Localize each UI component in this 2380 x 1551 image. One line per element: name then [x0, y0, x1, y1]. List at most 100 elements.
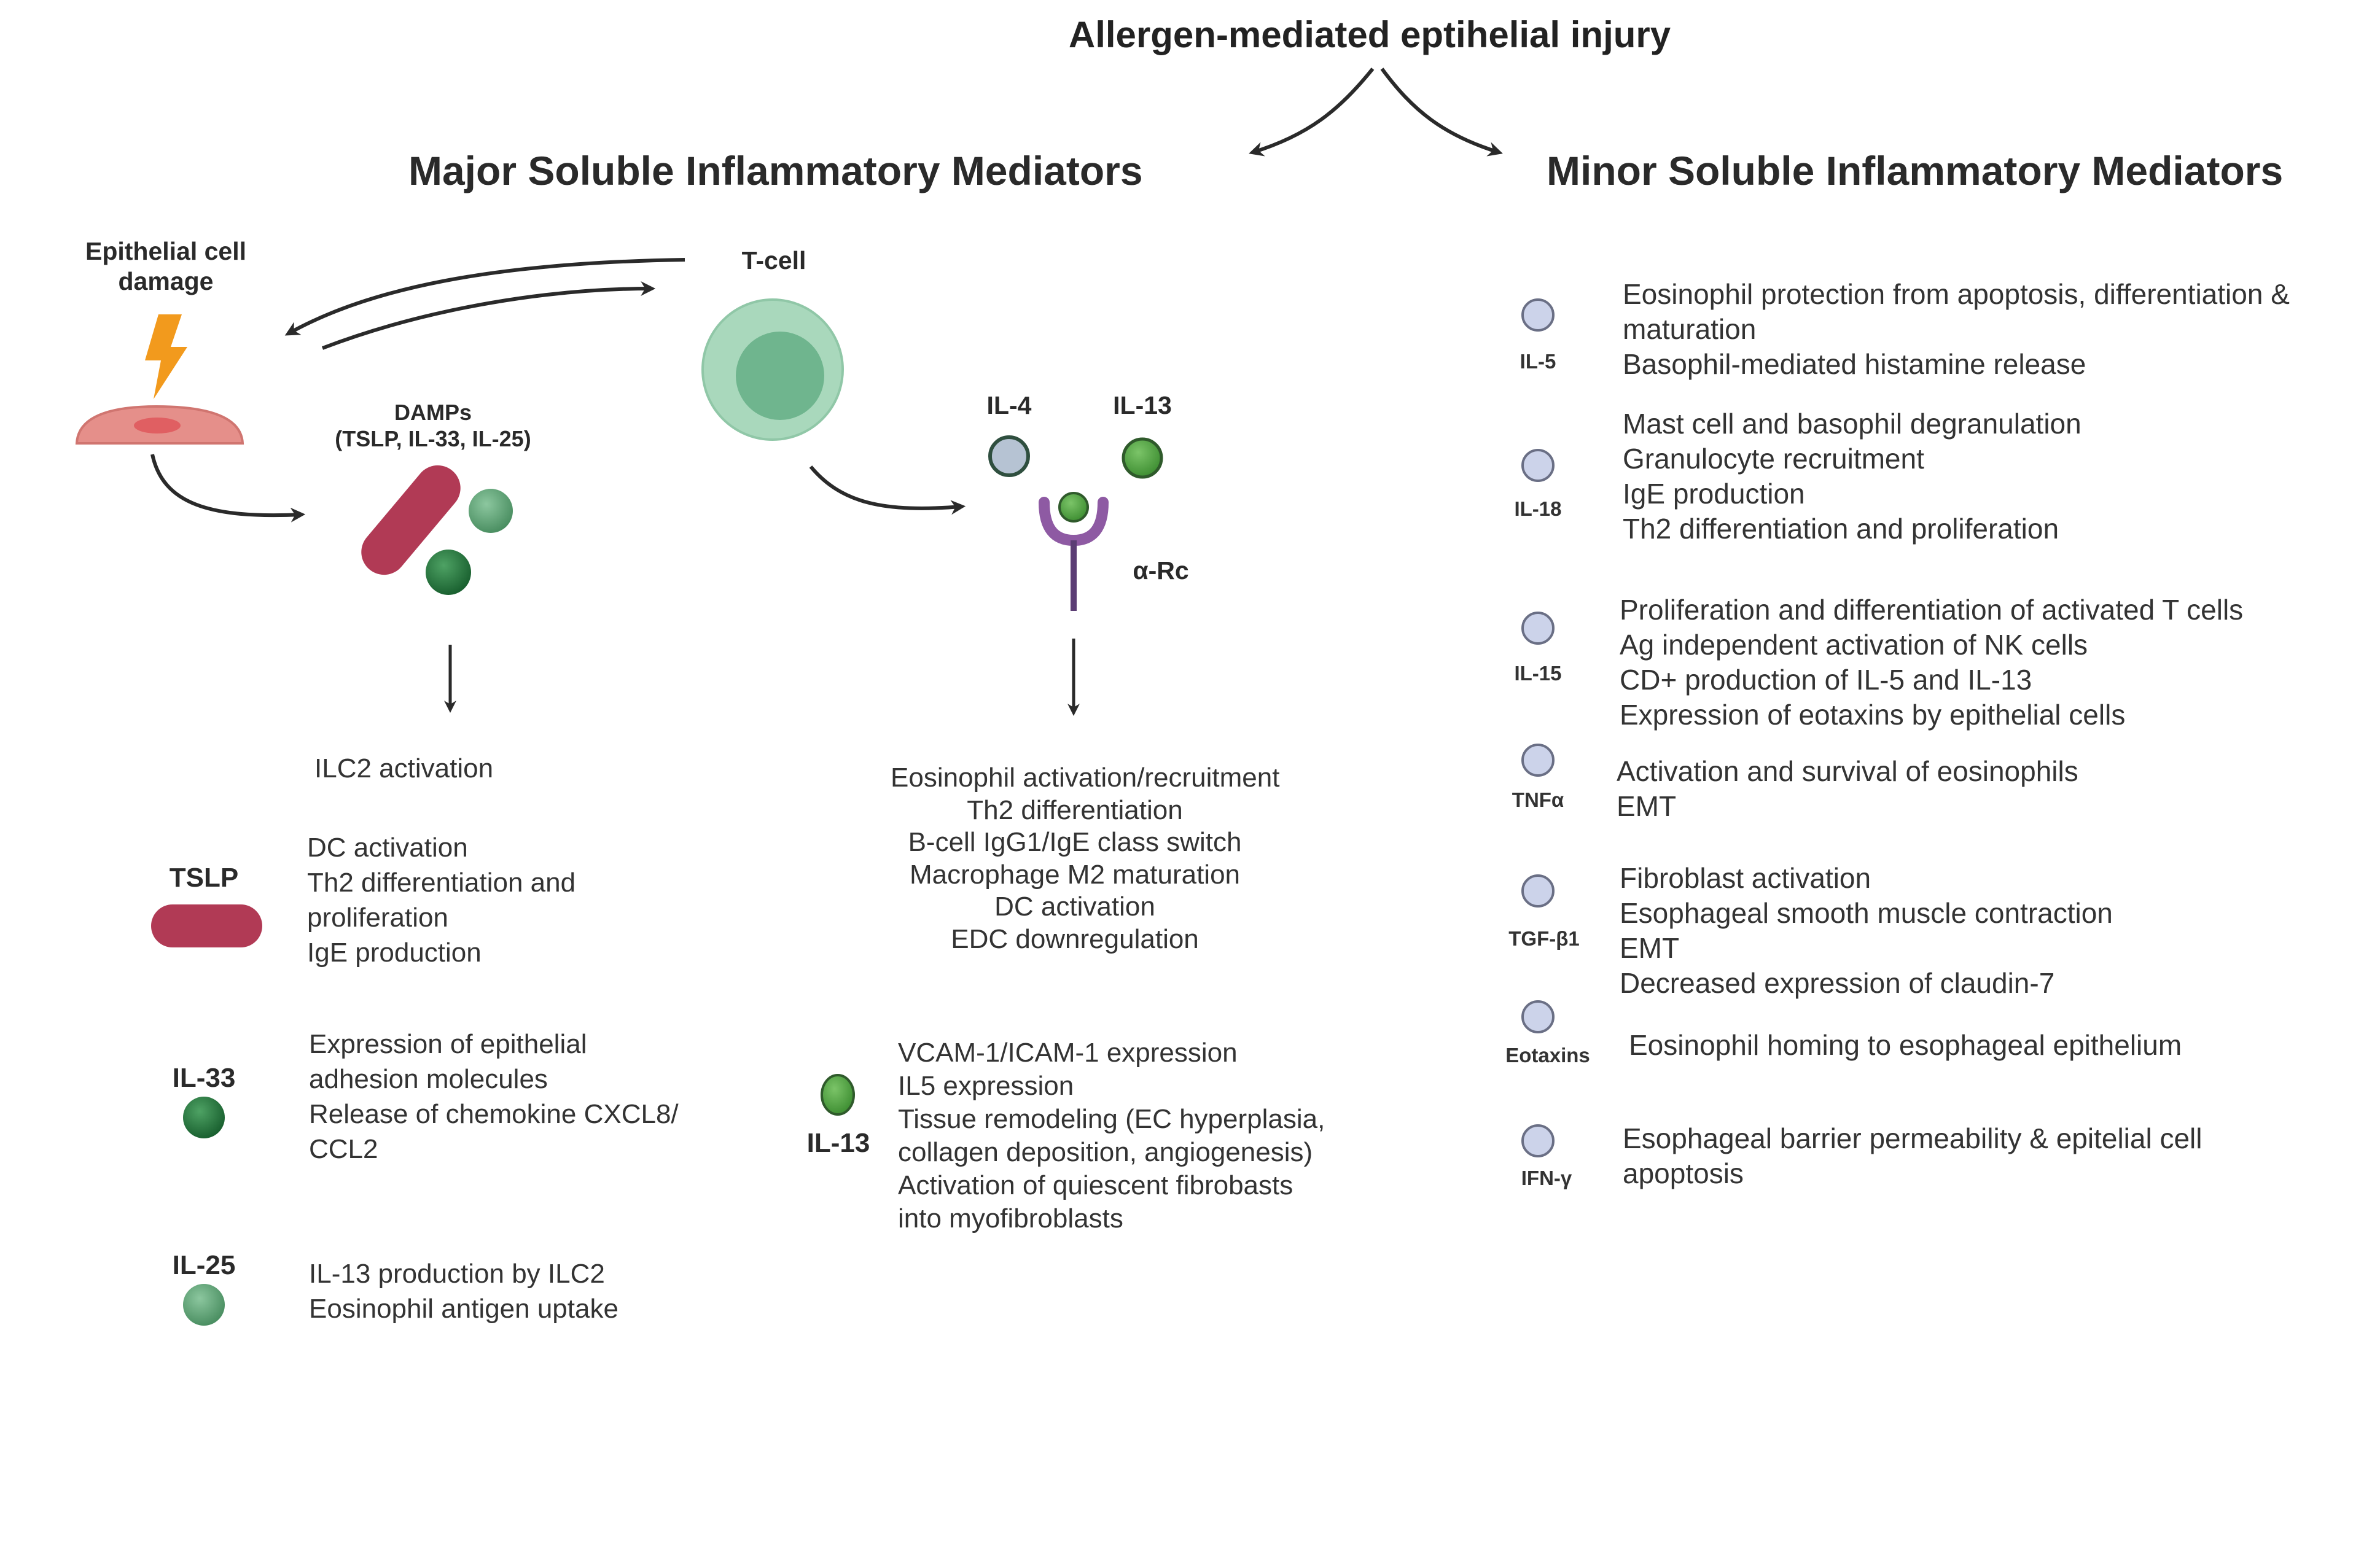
il15-label: IL-15 [1514, 662, 1562, 685]
il33-label: IL-33 [172, 1063, 236, 1093]
il5-effect-line: Basophil-mediated histamine release [1623, 348, 2086, 380]
receptor-icon [1039, 492, 1109, 611]
il18-label: IL-18 [1514, 497, 1562, 520]
epithelial-cell-icon [75, 405, 244, 445]
il13-top-label: IL-13 [1113, 391, 1172, 419]
eotaxins-label: Eotaxins [1505, 1044, 1590, 1067]
tgfb1-effect-line: EMT [1620, 932, 1680, 964]
tnfa-label: TNFα [1512, 788, 1564, 811]
il5-circle-icon [1521, 298, 1555, 332]
il13-effect-line: IL5 expression [898, 1071, 1074, 1101]
il25-effect-line: IL-13 production by ILC2 [309, 1259, 605, 1289]
il18-effect-line: Mast cell and basophil degranulation [1623, 408, 2082, 440]
tcell-icon [701, 298, 844, 441]
il15-effect-line: CD+ production of IL-5 and IL-13 [1620, 664, 2032, 696]
il15-effects: Proliferation and differentiation of act… [1620, 593, 2243, 733]
eotaxins-effects: Eosinophil homing to esophageal epitheli… [1629, 1028, 2182, 1063]
il33-effect-line: adhesion molecules [309, 1064, 548, 1094]
tnfa-effect-line: Activation and survival of eosinophils [1617, 755, 2078, 787]
il13-effect-line: VCAM-1/ICAM-1 expression [898, 1038, 1238, 1068]
il18-effect-line: IgE production [1623, 478, 1805, 510]
effect-line: Eosinophil activation/recruitment [891, 763, 1280, 793]
tgfb1-effect-line: Esophageal smooth muscle contraction [1620, 897, 2113, 929]
il25-sphere-icon [183, 1284, 225, 1326]
damps-il25-sphere-icon [469, 489, 513, 533]
il13-effects: VCAM-1/ICAM-1 expression IL5 expression … [898, 1036, 1325, 1235]
tcell-label: T-cell [741, 246, 806, 274]
il5-effect-line: Eosinophil protection from apoptosis, di… [1623, 278, 2290, 310]
ilc2-activation-text: ILC2 activation [314, 753, 494, 783]
tslp-effect-line: DC activation [307, 833, 468, 863]
ifng-effect-line: Esophageal barrier permeability & epitel… [1623, 1122, 2202, 1154]
tgfb1-effects: Fibroblast activation Esophageal smooth … [1620, 861, 2113, 1001]
tnfa-effects: Activation and survival of eosinophils E… [1617, 754, 2078, 824]
eotaxins-effect-line: Eosinophil homing to esophageal epitheli… [1629, 1029, 2182, 1061]
il15-effect-line: Ag independent activation of NK cells [1620, 629, 2088, 661]
il33-sphere-icon [183, 1097, 225, 1138]
tnfa-circle-icon [1521, 744, 1555, 777]
effect-line: B-cell IgG1/IgE class switch [908, 827, 1242, 857]
epithelial-label: Epithelial cell damage [85, 237, 247, 296]
il13-effect-line: collagen deposition, angiogenesis) [898, 1137, 1313, 1167]
effect-line: Macrophage M2 maturation [909, 859, 1241, 890]
il13-oval-icon [821, 1074, 855, 1116]
il5-effects: Eosinophil protection from apoptosis, di… [1623, 277, 2290, 382]
il15-effect-line: Proliferation and differentiation of act… [1620, 594, 2244, 626]
il33-effects: Expression of epithelial adhesion molecu… [309, 1027, 679, 1167]
ifng-effects: Esophageal barrier permeability & epitel… [1623, 1121, 2202, 1191]
arrow-to-major [1249, 68, 1375, 157]
il4-label: IL-4 [986, 391, 1032, 419]
il18-effect-line: Granulocyte recruitment [1623, 443, 1924, 475]
il18-effect-line: Th2 differentiation and proliferation [1623, 513, 2059, 545]
tslp-effects: DC activation Th2 differentiation and pr… [307, 830, 575, 970]
il4-sphere-icon [988, 435, 1030, 477]
arrow-tcell-to-epithelial [284, 258, 685, 336]
ifng-label: IFN-γ [1521, 1167, 1572, 1189]
arrow-to-minor [1380, 68, 1503, 157]
il18-circle-icon [1521, 449, 1555, 482]
il13-sphere-icon [1122, 437, 1163, 479]
il13-effect-line: into myofibroblasts [898, 1203, 1123, 1234]
il4-il13-effects-list: Eosinophil activation/recruitment Th2 di… [891, 762, 1280, 955]
il33-effect-line: Release of chemokine CXCL8/ [309, 1099, 679, 1129]
tslp-effect-line: Th2 differentiation and [307, 868, 576, 898]
il25-label: IL-25 [172, 1250, 236, 1280]
il5-effect-line: maturation [1623, 313, 1757, 345]
il33-effect-line: Expression of epithelial [309, 1029, 587, 1059]
il25-effects: IL-13 production by ILC2 Eosinophil anti… [309, 1256, 618, 1326]
arrow-epithelial-to-damps [150, 454, 306, 523]
minor-panel-title: Minor Soluble Inflammatory Mediators [1547, 148, 2284, 193]
il33-effect-line: CCL2 [309, 1134, 378, 1164]
il5-label: IL-5 [1520, 350, 1556, 373]
tslp-label: TSLP [169, 863, 239, 893]
il13-effect-line: Activation of quiescent fibrobasts [898, 1170, 1293, 1200]
effect-line: EDC downregulation [951, 923, 1199, 954]
tslp-capsule-icon [151, 904, 262, 947]
tgfb1-effect-line: Decreased expression of claudin-7 [1620, 967, 2055, 999]
major-panel-title: Major Soluble Inflammatory Mediators [408, 148, 1143, 193]
tgfb1-circle-icon [1521, 874, 1555, 908]
tgfb1-label: TGF-β1 [1508, 927, 1580, 950]
il13-label: IL-13 [806, 1128, 870, 1158]
tslp-effect-line: proliferation [307, 903, 448, 933]
receptor-label: α-Rc [1133, 556, 1189, 585]
ifng-effect-line: apoptosis [1623, 1157, 1744, 1189]
lightning-icon [145, 314, 187, 399]
tslp-effect-line: IgE production [307, 938, 482, 968]
arrow-epithelial-to-tcell [321, 281, 656, 350]
effect-line: DC activation [994, 892, 1155, 922]
il13-effect-line: Tissue remodeling (EC hyperplasia, [898, 1104, 1325, 1134]
ifng-circle-icon [1521, 1124, 1555, 1157]
tgfb1-effect-line: Fibroblast activation [1620, 862, 1871, 894]
damps-il33-sphere-icon [426, 550, 471, 595]
arrow-tcell-to-cytokines [809, 465, 966, 515]
damps-tslp-capsule-icon [361, 465, 461, 575]
tnfa-effect-line: EMT [1617, 790, 1677, 822]
il15-effect-line: Expression of eotaxins by epithelial cel… [1620, 699, 2126, 731]
il15-circle-icon [1521, 612, 1555, 645]
eotaxins-circle-icon [1521, 1000, 1555, 1033]
damps-label: DAMPs (TSLP, IL-33, IL-25) [335, 400, 531, 452]
effect-line: Th2 differentiation [967, 795, 1183, 825]
il25-effect-line: Eosinophil antigen uptake [309, 1294, 618, 1324]
